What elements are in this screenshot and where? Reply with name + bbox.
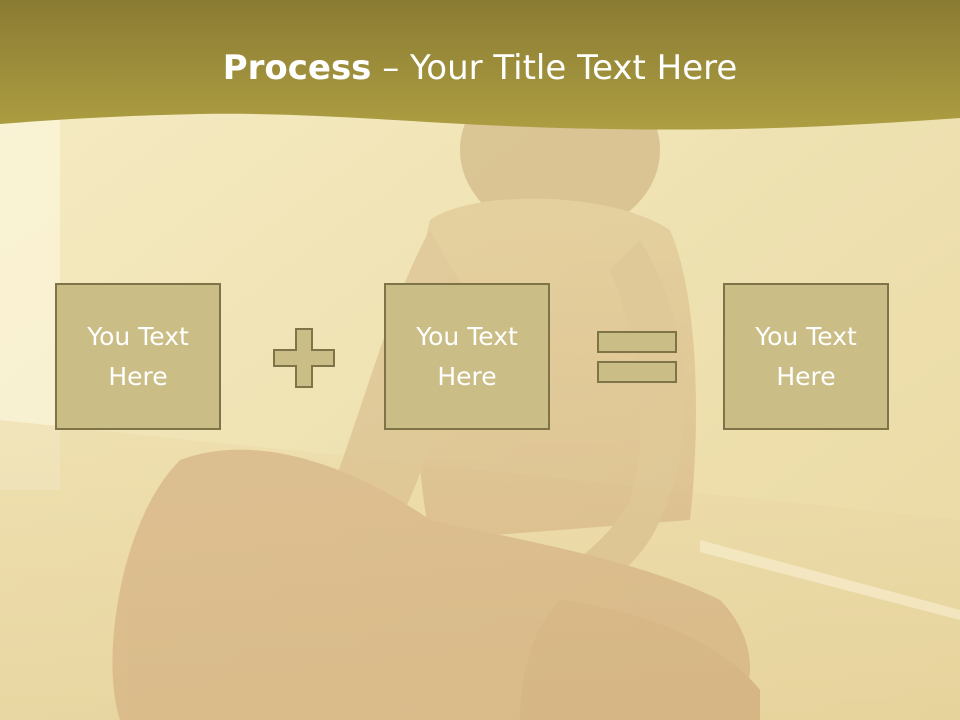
plus-icon <box>273 328 335 388</box>
header-band <box>0 0 960 130</box>
slide-title: Process – Your Title Text Here <box>0 48 960 88</box>
process-box-2[interactable]: You Text Here <box>384 283 550 430</box>
title-bold: Process <box>222 48 372 88</box>
equals-icon <box>597 331 677 383</box>
process-box-3[interactable]: You Text Here <box>723 283 889 430</box>
process-box-1[interactable]: You Text Here <box>55 283 221 430</box>
title-rest: – Your Title Text Here <box>371 48 738 88</box>
